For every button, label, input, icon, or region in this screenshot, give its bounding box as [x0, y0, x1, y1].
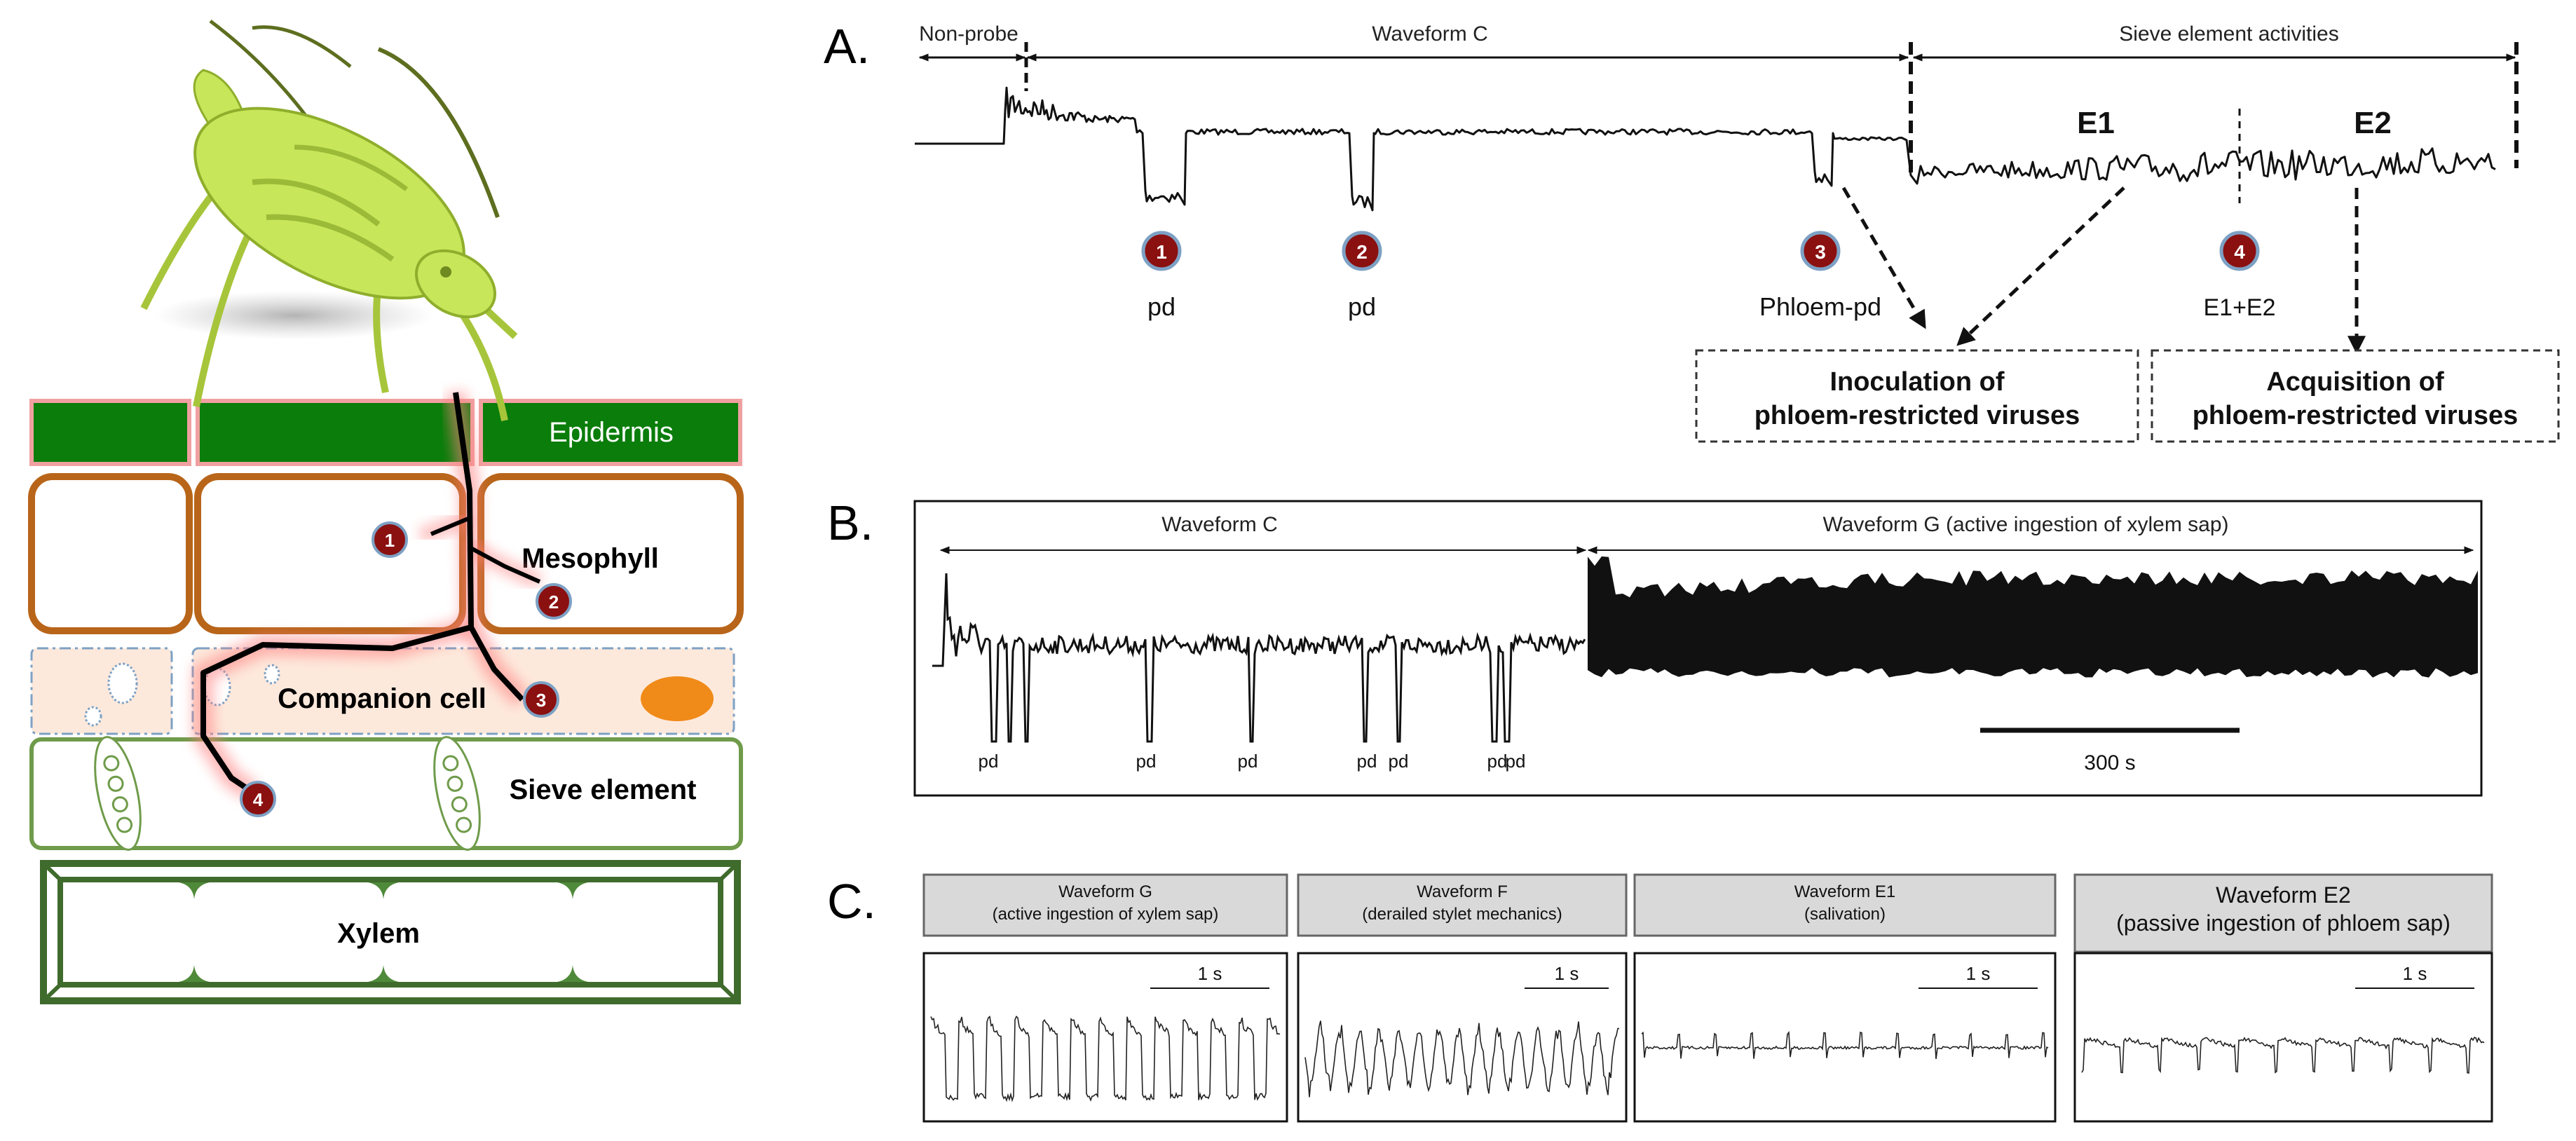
- waveform-panel-title-line-1: Waveform G: [1058, 882, 1152, 901]
- waveform-panel-header: [922, 873, 1288, 937]
- marker-3-number: 3: [536, 690, 546, 711]
- scale-bar-label: 1 s: [1198, 963, 1222, 984]
- xylem-label: Xylem: [337, 918, 420, 949]
- panel-a: A. Non-probe Waveform C Sieve element ac…: [824, 19, 2560, 443]
- event-4-label: E1+E2: [2203, 294, 2275, 321]
- aphid-illustration: [140, 20, 518, 421]
- waveform-trace: [1641, 1030, 2049, 1060]
- panel-c-label: C.: [827, 874, 876, 929]
- scale-bar-label: 300 s: [2084, 751, 2135, 774]
- sieve-activities-label: Sieve element activities: [2119, 22, 2338, 46]
- waveform-c-label: Waveform C: [1372, 22, 1488, 46]
- event-marker-4-number: 4: [2234, 241, 2245, 263]
- phase-e1-label: E1: [2077, 106, 2115, 140]
- panel-b: B. Waveform C Waveform G (active ingesti…: [827, 496, 2483, 797]
- pd-label-6: pd: [1487, 751, 1508, 772]
- inoculation-box: Inoculation of phloem-restricted viruses: [1695, 349, 2139, 443]
- waveform-panel-frame: [922, 952, 1288, 1123]
- acquisition-line-2: phloem-restricted viruses: [2193, 401, 2519, 430]
- pd-label-4: pd: [1357, 751, 1377, 772]
- waveform-trace: [1304, 1020, 1620, 1098]
- pd-label-7: pd: [1506, 751, 1526, 772]
- waveform-panel-e2: Waveform E2(passive ingestion of phloem …: [2073, 873, 2493, 1123]
- event-marker-3-number: 3: [1815, 241, 1826, 263]
- event-marker-2-number: 2: [1356, 241, 1368, 263]
- waveform-panel-title-line-2: (derailed stylet mechanics): [1362, 905, 1562, 924]
- acquisition-box: Acquisition of phloem-restricted viruses: [2151, 349, 2560, 443]
- pd-label-5: pd: [1389, 751, 1409, 772]
- inoculation-line-1: Inoculation of: [1829, 367, 2004, 397]
- event-marker-1-number: 1: [1156, 241, 1167, 263]
- non-probe-label: Non-probe: [919, 22, 1018, 46]
- nucleus: [641, 676, 714, 721]
- scale-bar-label: 1 s: [1966, 963, 1991, 984]
- phase-e2-label: E2: [2354, 106, 2392, 140]
- plant-tissue-diagram: Epidermis Mesophyll Companion cell: [28, 20, 744, 1004]
- marker-4: 4: [240, 781, 276, 817]
- event-2-label: pd: [1348, 292, 1376, 321]
- waveform-panel-title-line-1: Waveform E1: [1794, 882, 1895, 901]
- acquisition-line-1: Acquisition of: [2266, 367, 2444, 397]
- marker-2-number: 2: [549, 592, 559, 613]
- waveform-panel-frame: [1633, 952, 2057, 1123]
- event-marker-3: 3 Phloem-pd: [1759, 231, 1881, 321]
- panel-c: C. Waveform G (active ingestion of xylem …: [827, 873, 2493, 1123]
- waveform-panel-frame: [1297, 952, 1628, 1123]
- scale-bar-label: 1 s: [2403, 963, 2427, 984]
- waveform-panel-e1: Waveform E1 (salivation) 1 s: [1633, 873, 2057, 1123]
- waveform-panel-header: [1297, 873, 1628, 937]
- xylem-ingestion-band: [1588, 556, 2478, 678]
- companion-cell-label: Companion cell: [278, 683, 486, 714]
- waveform-panel-f: Waveform F (derailed stylet mechanics) 1 s: [1297, 873, 1628, 1123]
- event-marker-1: 1 pd: [1141, 231, 1182, 321]
- pd-label-2: pd: [1136, 751, 1157, 772]
- xylem-layer: Xylem: [40, 860, 741, 1004]
- waveform-trace: [930, 1016, 1281, 1102]
- stylet-pathway: [193, 390, 543, 801]
- waveform-panel-title-line-1: Waveform F: [1417, 882, 1508, 901]
- panel-a-label: A.: [824, 19, 870, 74]
- event-marker-4: 4 E1+E2: [2203, 231, 2276, 321]
- pd-label-1: pd: [979, 751, 999, 772]
- marker-1: 1: [372, 521, 408, 558]
- waveform-trace: [2081, 1037, 2485, 1074]
- epidermis-layer: Epidermis: [29, 399, 742, 466]
- waveform-panel-header: [1633, 873, 2057, 937]
- pd-label-3: pd: [1238, 751, 1258, 772]
- panel-b-waveform-c-label: Waveform C: [1161, 513, 1278, 536]
- inoculation-line-2: phloem-restricted viruses: [1754, 401, 2080, 430]
- waveform-panel-title-line-2: (active ingestion of xylem sap): [993, 905, 1219, 924]
- waveform-panel-frame: [2073, 952, 2493, 1123]
- panel-b-label: B.: [827, 496, 873, 550]
- waveform-panel-title-line-1: Waveform E2: [2216, 882, 2351, 908]
- waveform-panel-g: Waveform G (active ingestion of xylem sap…: [922, 873, 1288, 1123]
- sieve-element-label: Sieve element: [510, 774, 697, 805]
- event-marker-2: 2 pd: [1342, 231, 1382, 321]
- marker-2: 2: [536, 583, 572, 620]
- epg-trace-a: [915, 86, 2496, 212]
- waveform-panel-header: [2073, 873, 2493, 953]
- epg-trace-b: [932, 573, 1586, 743]
- waveform-panel-title-line-2: (passive ingestion of phloem sap): [2116, 910, 2451, 936]
- panel-b-waveform-g-label: Waveform G (active ingestion of xylem sa…: [1822, 513, 2228, 536]
- marker-1-number: 1: [385, 530, 395, 551]
- companion-cell-layer: Companion cell: [30, 647, 735, 735]
- epidermis-label: Epidermis: [549, 417, 674, 448]
- event-3-label: Phloem-pd: [1759, 292, 1881, 321]
- scale-bar-label: 1 s: [1555, 963, 1579, 984]
- mesophyll-label: Mesophyll: [522, 543, 659, 574]
- marker-4-number: 4: [253, 789, 264, 810]
- event-1-label: pd: [1147, 292, 1175, 321]
- marker-3: 3: [523, 681, 559, 718]
- sieve-element-layer: Sieve element: [29, 736, 743, 851]
- waveform-panel-title-line-2: (salivation): [1804, 905, 1886, 924]
